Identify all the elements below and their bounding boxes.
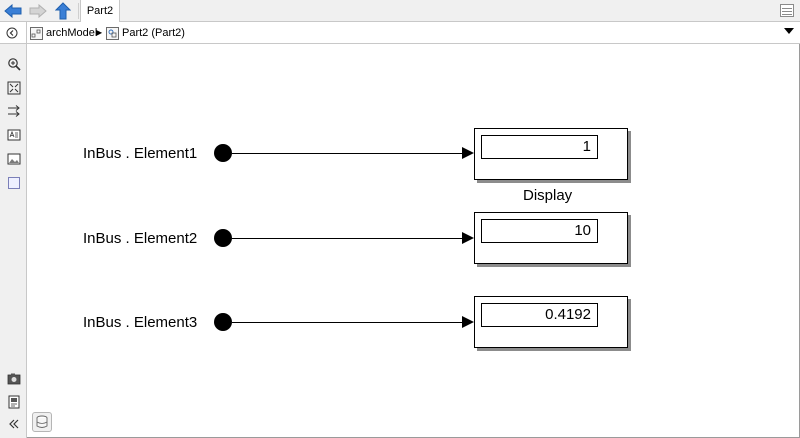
arrow-icon <box>462 147 474 159</box>
report-button[interactable] <box>6 394 22 410</box>
diagram-canvas[interactable] <box>28 45 799 437</box>
arrow-icon <box>462 232 474 244</box>
component-icon <box>106 26 119 40</box>
display-value-2: 10 <box>481 219 598 243</box>
inport-label-3: InBus . Element3 <box>83 314 198 331</box>
breadcrumb-item-current[interactable]: Part2 (Part2) <box>106 25 185 41</box>
bus-element-inport-1[interactable] <box>214 144 232 162</box>
display-value-3: 0.4192 <box>481 303 598 327</box>
back-arrow-icon <box>4 4 22 18</box>
breadcrumb-current-label: Part2 (Part2) <box>122 27 185 39</box>
database-icon <box>36 415 48 428</box>
zoom-button[interactable] <box>6 56 22 72</box>
signal-line-2[interactable] <box>232 238 464 239</box>
model-data-button[interactable] <box>32 412 52 432</box>
hide-explorer-button[interactable] <box>4 25 20 41</box>
route-lines-icon <box>8 105 20 117</box>
area-button[interactable] <box>6 175 22 191</box>
route-lines-button[interactable] <box>6 103 22 119</box>
arrow-icon <box>462 316 474 328</box>
inport-label-2: InBus . Element2 <box>83 230 198 247</box>
model-icon <box>30 26 43 40</box>
breadcrumb-arrow: ▶ <box>96 25 102 41</box>
report-icon <box>8 395 20 409</box>
screenshot-icon <box>7 373 21 385</box>
signal-line-1[interactable] <box>232 153 464 154</box>
fit-to-view-icon <box>7 81 21 95</box>
zoom-icon <box>8 58 21 71</box>
chevron-right-icon: ▶ <box>96 28 103 37</box>
display-block-1[interactable]: 1 <box>474 128 628 180</box>
area-icon <box>8 177 20 189</box>
inport-label-1: InBus . Element1 <box>83 145 198 162</box>
breadcrumb-separator <box>26 22 27 44</box>
fit-to-view-button[interactable] <box>6 80 22 96</box>
up-arrow-icon <box>55 2 71 20</box>
display-block-3[interactable]: 0.4192 <box>474 296 628 348</box>
annotation-button[interactable] <box>6 127 22 143</box>
tab-part2[interactable]: Part2 <box>80 0 120 22</box>
display-block-2[interactable]: 10 <box>474 212 628 264</box>
display-block-name[interactable]: Display <box>523 187 573 204</box>
back-button[interactable] <box>3 2 23 20</box>
bus-element-inport-2[interactable] <box>214 229 232 247</box>
annotation-icon <box>7 129 21 141</box>
toolbar-separator <box>78 3 79 19</box>
forward-button[interactable] <box>28 2 48 20</box>
screenshot-button[interactable] <box>6 371 22 387</box>
breadcrumb-root-label: archModel <box>46 27 98 39</box>
image-button[interactable] <box>6 151 22 167</box>
top-toolbar: Part2 <box>0 0 800 22</box>
tool-palette <box>0 44 27 438</box>
grid-icon[interactable] <box>780 4 794 17</box>
bus-element-inport-3[interactable] <box>214 313 232 331</box>
breadcrumb-item-root[interactable]: archModel <box>30 25 97 41</box>
signal-line-3[interactable] <box>232 322 464 323</box>
forward-arrow-icon <box>29 4 47 18</box>
hide-explorer-icon <box>6 27 18 39</box>
collapse-icon <box>9 419 19 429</box>
display-value-1: 1 <box>481 135 598 159</box>
chevron-down-icon[interactable] <box>784 28 794 34</box>
collapse-button[interactable] <box>6 416 22 432</box>
up-button[interactable] <box>53 2 73 20</box>
image-icon <box>7 153 21 165</box>
breadcrumb: archModel ▶ Part2 (Part2) <box>0 22 800 44</box>
